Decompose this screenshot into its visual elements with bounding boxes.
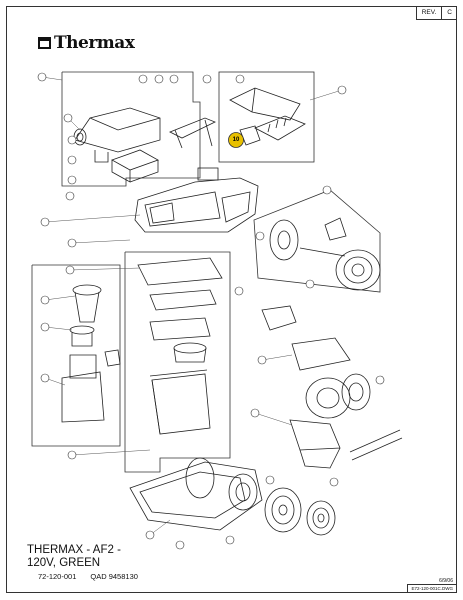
callout-marker xyxy=(40,373,50,383)
logo-mark-icon xyxy=(38,37,51,49)
drawing-frame xyxy=(6,6,457,593)
callout-marker xyxy=(65,191,75,201)
revision-box: REV. C xyxy=(415,6,457,20)
title-line-2: 120V, GREEN xyxy=(27,557,101,569)
callout-marker xyxy=(154,74,164,84)
callout-marker xyxy=(67,238,77,248)
revision-value: C xyxy=(441,6,457,19)
title-line-1: THERMAX - AF2 - xyxy=(27,544,121,556)
filter-tray-part xyxy=(111,149,159,183)
float-tube-part xyxy=(61,284,121,423)
callout-marker xyxy=(138,74,148,84)
base-part xyxy=(129,457,263,531)
callout-marker xyxy=(337,85,347,95)
handle-arm-part xyxy=(169,117,216,149)
callout-marker xyxy=(37,72,47,82)
callout-marker xyxy=(225,535,235,545)
group-box-top-right xyxy=(218,71,315,163)
callout-marker xyxy=(234,286,244,296)
callout-marker xyxy=(145,530,155,540)
callout-marker xyxy=(202,74,212,84)
duct-part xyxy=(289,419,403,469)
callout-marker xyxy=(67,135,77,145)
callout-marker xyxy=(322,185,332,195)
callout-marker xyxy=(40,322,50,332)
group-box-center-tank xyxy=(124,251,231,473)
highlighted-callout-number: 10 xyxy=(233,137,240,143)
brand-logo: Thermax xyxy=(38,33,135,53)
drawing-date: 6/9/06 xyxy=(439,578,453,584)
wheel-small-part xyxy=(306,500,336,536)
revision-label: REV. xyxy=(421,9,437,16)
drawing-file-name: E72-120-001C.DWG xyxy=(407,584,457,593)
group-box-left-tank xyxy=(31,264,121,447)
motor-part xyxy=(261,305,371,419)
nozzle-assembly-part xyxy=(229,87,306,146)
part-number: 72-120-001 xyxy=(38,572,77,581)
callout-marker xyxy=(375,375,385,385)
callout-marker xyxy=(265,475,275,485)
callout-marker xyxy=(40,295,50,305)
callout-marker xyxy=(329,477,339,487)
pulley-assembly-part xyxy=(269,217,381,291)
title-block: THERMAX - AF2 - 120V, GREEN xyxy=(27,544,121,570)
highlighted-callout: 10 xyxy=(228,132,244,148)
callout-marker xyxy=(169,74,179,84)
callout-marker xyxy=(67,450,77,460)
callout-marker xyxy=(67,155,77,165)
callout-marker xyxy=(63,113,73,123)
callout-marker xyxy=(250,408,260,418)
callout-marker xyxy=(67,175,77,185)
qad-number: QAD 9458130 xyxy=(90,572,138,581)
part-number-block: 72-120-001 QAD 9458130 xyxy=(38,572,138,581)
callout-marker xyxy=(235,74,245,84)
main-body-shell-part xyxy=(134,167,259,233)
callout-marker xyxy=(65,265,75,275)
callout-marker xyxy=(257,355,267,365)
part-callouts xyxy=(37,72,385,550)
brand-name: Thermax xyxy=(54,33,135,53)
callout-marker xyxy=(255,231,265,241)
callout-marker xyxy=(175,540,185,550)
callout-marker xyxy=(305,279,315,289)
group-box-right-motor xyxy=(253,189,381,293)
callout-marker xyxy=(40,217,50,227)
tank-assembly-part xyxy=(137,257,223,435)
wheel-large-part xyxy=(264,487,302,533)
group-box-top-left xyxy=(61,71,201,187)
